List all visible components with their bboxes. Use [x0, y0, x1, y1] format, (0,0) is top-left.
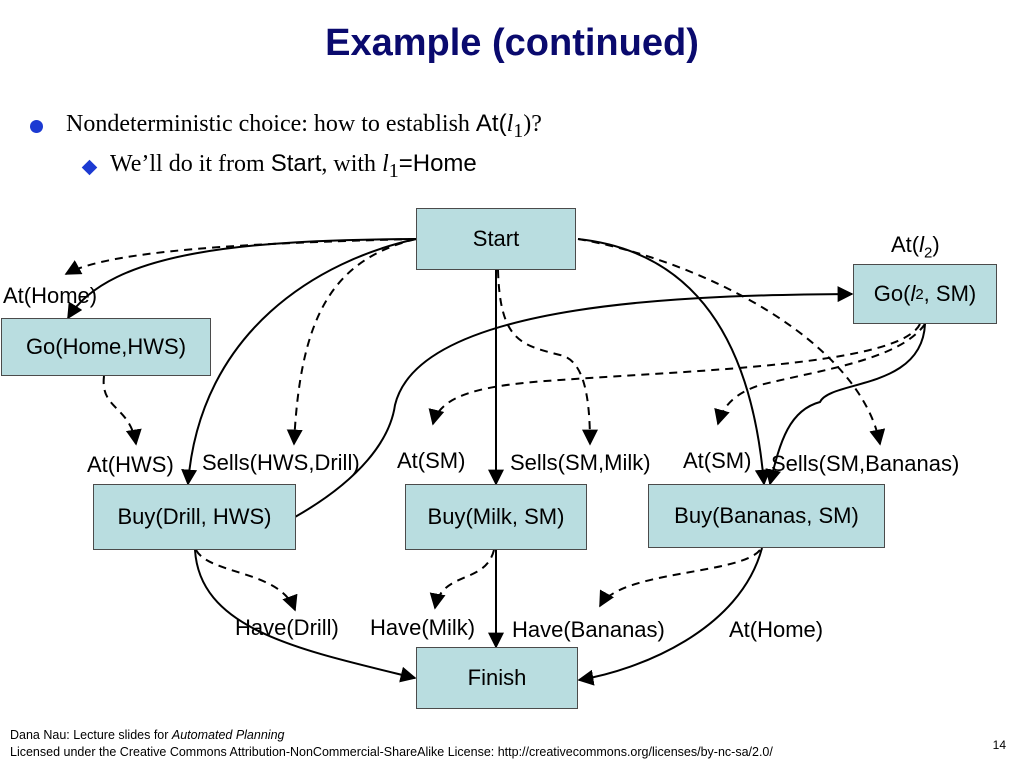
footer-license: Licensed under the Creative Commons Attr…	[10, 745, 773, 759]
edge-buy-drill-finish	[194, 549, 417, 683]
node-finish: Finish	[416, 647, 578, 709]
label-at-sm-milk: At(SM)	[397, 448, 466, 473]
edge-dash-buy-bananas-have-bananas	[599, 549, 761, 608]
node-buy-drill-hws: Buy(Drill, HWS)	[93, 484, 296, 550]
label-sells-hws-drill: Sells(HWS,Drill)	[202, 450, 360, 475]
label-sells-sm-milk: Sells(SM,Milk)	[510, 450, 651, 475]
edge-dash-buy-drill-have-drill	[195, 549, 298, 612]
page-number: 14	[992, 738, 1006, 752]
bullet-from-start: We’ll do it from Start, with l1=Home	[110, 150, 477, 182]
label-at-home-top: At(Home)	[3, 283, 98, 308]
node-start: Start	[416, 208, 576, 270]
label-have-drill: Have(Drill)	[235, 615, 339, 640]
slide-title: Example (continued)	[325, 22, 699, 64]
edge-go-l2-buy-bananas	[765, 323, 926, 486]
label-have-milk: Have(Milk)	[370, 615, 476, 640]
label-have-bananas: Have(Bananas)	[512, 617, 665, 642]
node-go-home-hws: Go(Home,HWS)	[1, 318, 211, 376]
node-buy-bananas-sm: Buy(Bananas, SM)	[648, 484, 885, 548]
label-at-home-bottom: At(Home)	[729, 617, 824, 642]
node-buy-milk-sm: Buy(Milk, SM)	[405, 484, 587, 550]
edge-start-buy-bananas	[577, 238, 771, 486]
edge-start-buy-drill	[181, 238, 417, 486]
edge-dash-start-at-home	[64, 238, 417, 275]
edge-start-go-home-hws	[67, 238, 417, 320]
edge-dash-buy-milk-have-milk	[429, 549, 495, 610]
edge-dash-start-sells-milk	[497, 269, 598, 446]
label-at-hws: At(HWS)	[87, 452, 174, 477]
edge-dash-go-l2-at-sm1	[428, 323, 921, 426]
edge-buy-drill-go-l2	[294, 286, 854, 518]
edge-dash-start-sells-bananas	[577, 238, 886, 446]
bullet-dot-icon	[30, 120, 43, 133]
label-at-l2: At(l2)	[891, 232, 940, 262]
edge-dash-start-sells-hws	[286, 238, 417, 446]
edge-dash-go-home-at-hws	[102, 375, 142, 446]
edge-dash-go-l2-at-sm2	[714, 323, 926, 426]
bullet-nondeterministic-choice: Nondeterministic choice: how to establis…	[66, 110, 542, 142]
label-at-sm-bananas: At(SM)	[683, 448, 752, 473]
footer-credit: Dana Nau: Lecture slides for Automated P…	[10, 728, 285, 742]
edge-buy-bananas-finish	[577, 547, 763, 686]
label-sells-sm-bananas: Sells(SM,Bananas)	[771, 451, 960, 476]
